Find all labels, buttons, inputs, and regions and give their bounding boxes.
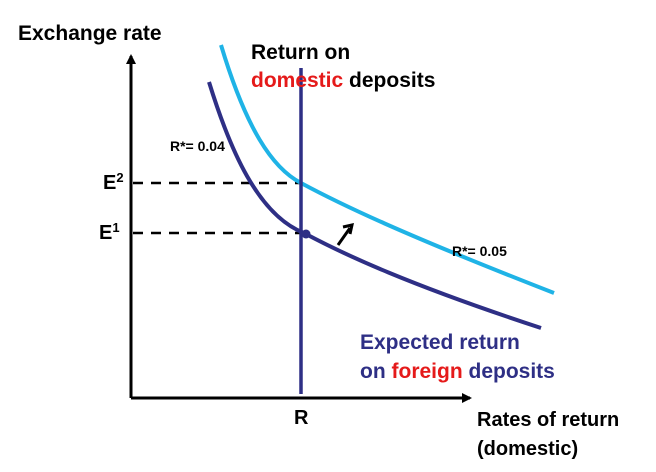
x-axis-title-line2: (domestic) xyxy=(477,438,579,460)
foreign-return-curve-high xyxy=(219,44,555,295)
shift-arrow-head xyxy=(342,223,354,235)
domestic-label-line2: domestic deposits xyxy=(251,67,435,95)
foreign-rest: deposits xyxy=(462,360,555,383)
domestic-deposits-label: Return on domestic deposits xyxy=(251,39,435,95)
r-star-high-label: R*= 0.05 xyxy=(452,243,507,259)
tick-e2-sup: 2 xyxy=(116,170,124,185)
foreign-highlight: foreign xyxy=(391,360,463,383)
foreign-label-line1: Expected return xyxy=(360,331,520,354)
foreign-deposits-label: Expected return on foreign deposits xyxy=(360,328,555,386)
foreign-start: on xyxy=(360,360,392,383)
r-star-low-label: R*= 0.04 xyxy=(170,138,225,154)
tick-e2-base: E xyxy=(103,172,117,194)
y-axis-title: Exchange rate xyxy=(18,22,162,45)
foreign-label-line2: on foreign deposits xyxy=(360,357,555,386)
x-axis-title: Rates of return (domestic) xyxy=(477,406,619,464)
foreign-return-curve-low xyxy=(207,81,542,330)
tick-label-e2: E2 xyxy=(103,170,124,195)
domestic-rest: deposits xyxy=(343,69,436,92)
tick-label-e1: E1 xyxy=(99,220,120,245)
shift-arrow xyxy=(336,227,352,246)
tick-e1-sup: 1 xyxy=(112,220,120,235)
equilibrium-point xyxy=(301,229,311,239)
domestic-label-line1: Return on xyxy=(251,41,351,64)
x-axis-title-line1: Rates of return xyxy=(477,409,620,431)
tick-label-r: R xyxy=(294,407,309,429)
tick-e1-base: E xyxy=(99,222,113,244)
domestic-highlight: domestic xyxy=(251,69,344,92)
